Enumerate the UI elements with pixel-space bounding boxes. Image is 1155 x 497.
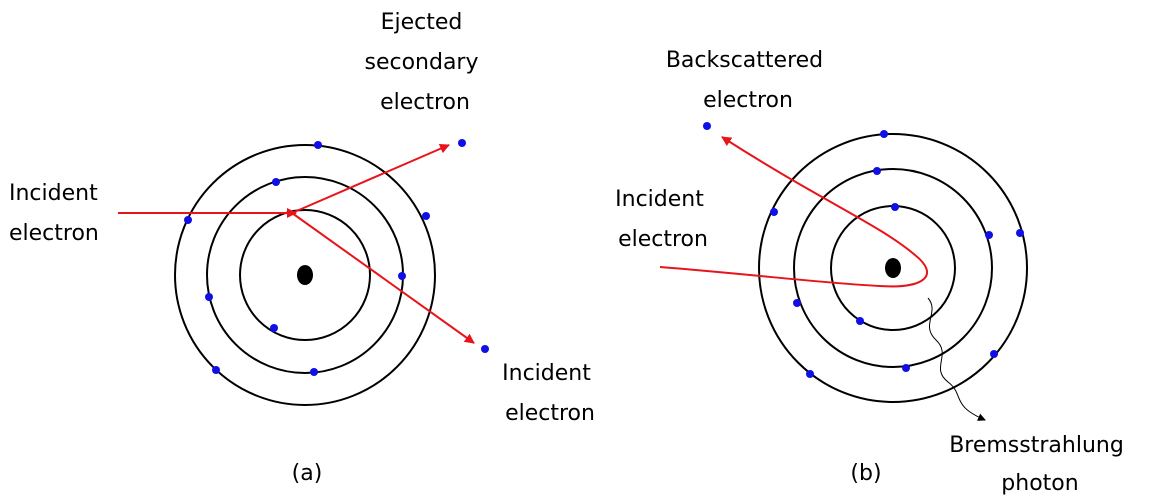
- electron-dot: [985, 231, 993, 239]
- electron-dot: [1016, 229, 1024, 237]
- bremsstrahlung-label: Bremsstrahlung photon: [949, 433, 1131, 496]
- electron-dot: [205, 293, 213, 301]
- incident-in-label: Incident electron: [9, 181, 105, 246]
- electron-dot: [873, 167, 881, 175]
- backscattered-label: Backscattered electron: [666, 48, 830, 113]
- atom-a-outer-shell: [174, 144, 436, 406]
- electron-dot: [184, 216, 192, 224]
- backscattered-label-line: electron: [703, 88, 793, 113]
- atom-a-inner-shell: [239, 209, 371, 341]
- backscattered-label-line: Backscattered: [666, 48, 823, 73]
- outgoing-electron-dot: [481, 345, 489, 353]
- ejected-electron-dot: [458, 139, 466, 147]
- incident-out-label-line: Incident: [502, 361, 591, 386]
- atom-a-nucleus: [297, 265, 313, 285]
- electron-dot: [270, 324, 278, 332]
- incident-out-label: Incident electron: [502, 361, 598, 426]
- electron-dot: [310, 368, 318, 376]
- electron-dot: [272, 178, 280, 186]
- ejected-electron-arrow: [291, 143, 450, 214]
- bremsstrahlung-photon-track: [927, 297, 986, 421]
- panel-b: Backscattered electron Incident electron…: [615, 48, 1131, 496]
- electron-dot: [422, 212, 430, 220]
- ejected-label-line: electron: [380, 90, 470, 115]
- incident-in-label-line: electron: [9, 221, 99, 246]
- incident-b-label-line: Incident: [615, 187, 704, 212]
- electron-dot: [856, 317, 864, 325]
- ejected-label: Ejected secondary electron: [364, 10, 485, 115]
- atom-b-nucleus: [885, 258, 901, 278]
- atom-a-electrons: [184, 141, 430, 376]
- electron-dot: [770, 208, 778, 216]
- bremsstrahlung-label-line: photon: [1001, 471, 1078, 496]
- incident-b-label-line: electron: [618, 227, 708, 252]
- electron-dot: [314, 141, 322, 149]
- backscattered-electron-dot: [703, 122, 711, 130]
- atom-b-electrons: [770, 130, 1024, 378]
- electron-dot: [398, 272, 406, 280]
- scattered-incident-arrow: [291, 212, 475, 344]
- atom-b-middle-shell: [793, 168, 993, 368]
- caption-b: (b): [850, 461, 881, 486]
- electron-dot: [806, 370, 814, 378]
- ejected-label-line: secondary: [364, 50, 478, 75]
- bremsstrahlung-label-line: Bremsstrahlung: [949, 433, 1124, 458]
- electron-dot: [212, 366, 220, 374]
- electron-dot: [880, 130, 888, 138]
- incident-out-label-line: electron: [505, 401, 595, 426]
- panel-a: Ejected secondary electron Incident elec…: [9, 10, 598, 486]
- electron-dot: [891, 203, 899, 211]
- backscatter-track: [659, 136, 928, 288]
- incident-in-label-line: Incident: [9, 181, 98, 206]
- ejected-label-line: Ejected: [381, 10, 463, 35]
- atom-b-outer-shell: [758, 133, 1028, 403]
- electron-dot: [990, 350, 998, 358]
- caption-a: (a): [292, 461, 323, 486]
- electron-dot: [902, 364, 910, 372]
- electron-dot: [793, 299, 801, 307]
- incident-b-label: Incident electron: [615, 187, 711, 252]
